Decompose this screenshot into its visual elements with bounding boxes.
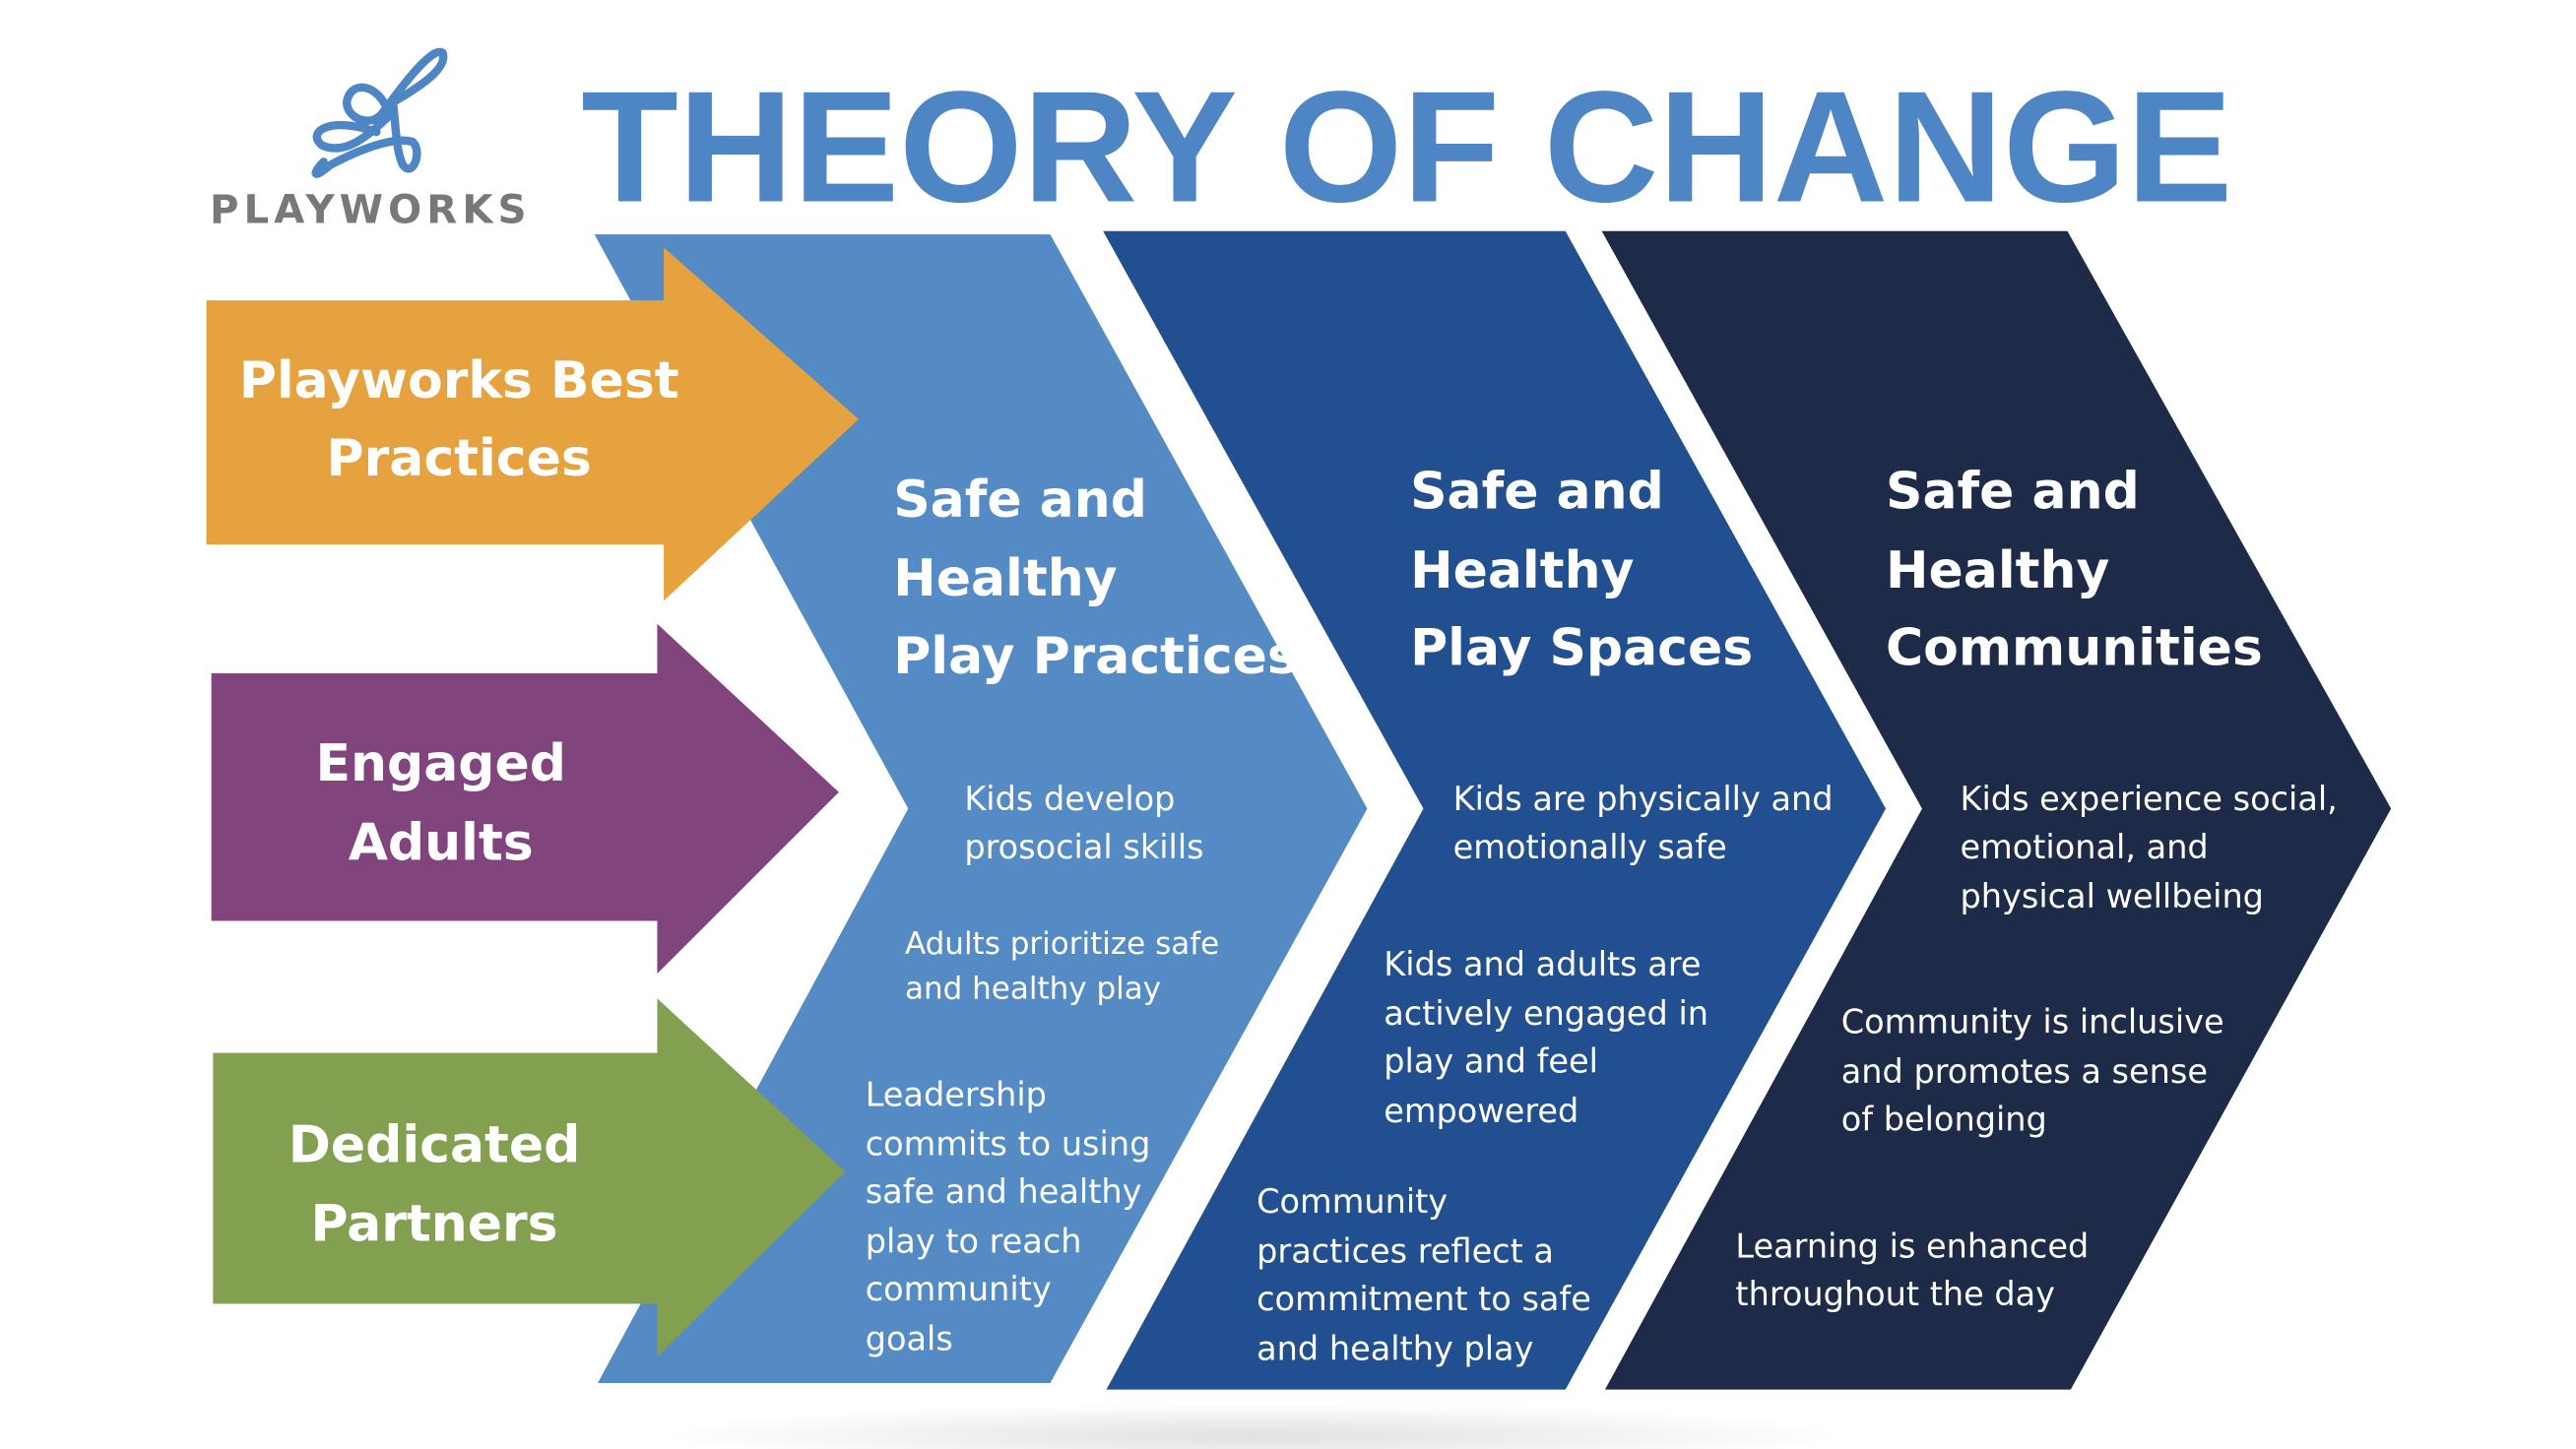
outcome-line: commits to using bbox=[866, 1125, 1151, 1164]
outcome: Learning is enhanced throughout the day bbox=[1735, 1228, 2089, 1314]
outcome-line: actively engaged in bbox=[1384, 994, 1708, 1033]
input-line: Adults bbox=[349, 813, 534, 872]
input-arrow-engaged-adults bbox=[211, 623, 839, 975]
heading-line: Healthy bbox=[893, 549, 1117, 608]
logo-figure-icon bbox=[311, 47, 448, 178]
page-title: THEORY OF CHANGE bbox=[581, 59, 2232, 236]
outcome-line: and healthy play bbox=[1256, 1329, 1533, 1367]
outcome: Kids develop prosocial skills bbox=[964, 780, 1203, 866]
input-label-engaged-adults: Engaged Adults bbox=[316, 734, 566, 872]
outcome-line: Community is inclusive bbox=[1841, 1003, 2224, 1041]
outcome-line: Kids and adults are bbox=[1384, 945, 1701, 983]
outcome-line: physical wellbeing bbox=[1961, 877, 2264, 915]
outcome: Community practices reflect a commitment… bbox=[1256, 1182, 1591, 1367]
outcome-line: Community bbox=[1256, 1182, 1448, 1221]
heading-line: Communities bbox=[1886, 619, 2263, 678]
outcome-line: throughout the day bbox=[1735, 1275, 2055, 1313]
heading-line: Safe and bbox=[1410, 462, 1664, 521]
outcome: Kids and adults are actively engaged in … bbox=[1384, 945, 1708, 1130]
heading-line: Safe and bbox=[1886, 462, 2140, 521]
outcome-line: practices reflect a bbox=[1256, 1232, 1554, 1271]
outcome-line: play to reach bbox=[866, 1222, 1082, 1260]
stage-heading: Safe and Healthy Play Spaces bbox=[1410, 462, 1753, 677]
input-line: Playworks Best bbox=[239, 351, 679, 410]
heading-line: Healthy bbox=[1886, 541, 2109, 600]
stage-chevron-play-spaces bbox=[1103, 230, 1887, 1390]
input-label-dedicated-partners: Dedicated Partners bbox=[289, 1115, 581, 1253]
outcome: Kids experience social, emotional, and p… bbox=[1961, 780, 2338, 915]
outcome: Kids are physically and emotionally safe bbox=[1453, 780, 1834, 866]
input-line: Engaged bbox=[316, 734, 566, 793]
stage-heading: Safe and Healthy Communities bbox=[1886, 462, 2263, 677]
outcome-line: prosocial skills bbox=[964, 828, 1203, 866]
outcome-line: and promotes a sense bbox=[1841, 1052, 2208, 1091]
input-arrow-best-practices bbox=[206, 247, 860, 601]
heading-line: Play Practices bbox=[893, 627, 1298, 686]
outcome-line: Leadership bbox=[866, 1075, 1047, 1113]
input-line: Dedicated bbox=[289, 1115, 581, 1174]
outcome-line: Kids experience social, bbox=[1961, 780, 2338, 818]
outcome-line: and healthy play bbox=[905, 971, 1161, 1006]
outcome-line: Kids develop bbox=[964, 780, 1175, 818]
outcome-line: Learning is enhanced bbox=[1735, 1228, 2089, 1266]
outcome: Leadership commits to using safe and hea… bbox=[866, 1075, 1151, 1357]
playworks-logo: PLAYWORKS bbox=[210, 47, 532, 232]
outcome: Adults prioritize safe and healthy play bbox=[905, 926, 1219, 1006]
stage-chevron-play-practices bbox=[594, 234, 1368, 1383]
outcome-line: Kids are physically and bbox=[1453, 780, 1834, 818]
outcome-line: emotionally safe bbox=[1453, 828, 1727, 866]
outcome-line: goals bbox=[866, 1319, 953, 1357]
logo-wordmark: PLAYWORKS bbox=[210, 187, 532, 232]
stage-chevron-communities bbox=[1601, 230, 2392, 1390]
outcome-line: of belonging bbox=[1841, 1100, 2047, 1138]
heading-line: Safe and bbox=[893, 471, 1147, 530]
heading-line: Play Spaces bbox=[1410, 619, 1753, 678]
input-line: Practices bbox=[327, 429, 592, 488]
heading-line: Healthy bbox=[1410, 541, 1634, 600]
shadow bbox=[660, 1403, 1849, 1449]
outcome-line: safe and healthy bbox=[866, 1172, 1142, 1211]
outcome-line: commitment to safe bbox=[1256, 1280, 1591, 1318]
outcome-line: community bbox=[866, 1270, 1052, 1308]
outcome: Community is inclusive and promotes a se… bbox=[1841, 1003, 2224, 1139]
input-label-best-practices: Playworks Best Practices bbox=[239, 351, 679, 488]
outcome-line: emotional, and bbox=[1961, 828, 2209, 866]
input-arrow-dedicated-partners bbox=[213, 998, 846, 1357]
outcome-line: play and feel bbox=[1384, 1042, 1598, 1081]
outcome-line: empowered bbox=[1384, 1092, 1578, 1130]
input-line: Partners bbox=[310, 1195, 557, 1254]
outcome-line: Adults prioritize safe bbox=[905, 926, 1219, 962]
stage-heading: Safe and Healthy Play Practices bbox=[893, 471, 1298, 686]
